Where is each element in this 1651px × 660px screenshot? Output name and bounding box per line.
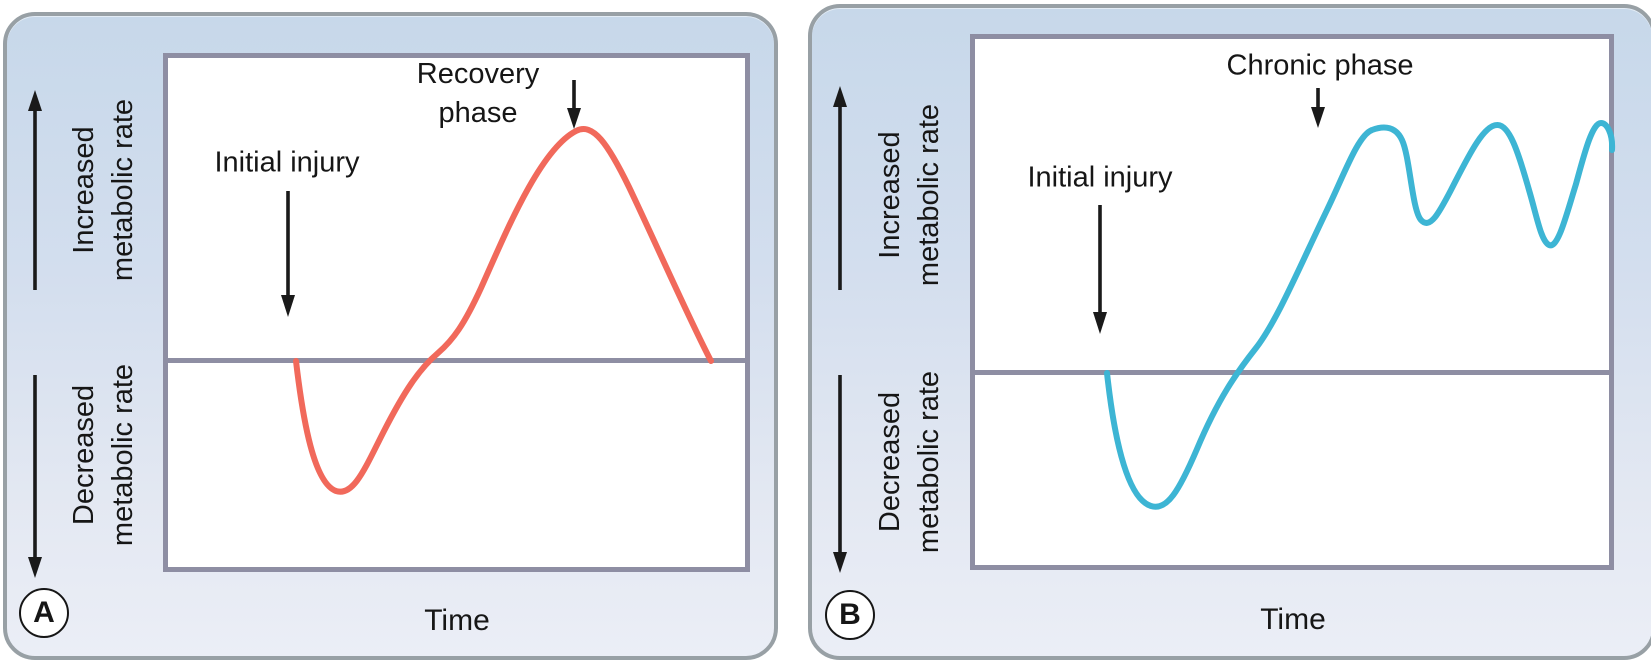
panel-b-graphics (833, 86, 1616, 573)
initial-injury-arrow-icon (1093, 205, 1107, 334)
decreased-axis-arrow-icon (28, 375, 42, 578)
y-axis-label-decreased-a: Decreased metabolic rate (68, 363, 139, 547)
x-axis-label-time-b: Time (1260, 602, 1326, 636)
baseline-a (163, 358, 750, 363)
panel-a-graphics (28, 80, 714, 578)
baseline-b (970, 370, 1614, 375)
decreased-axis-arrow-icon (833, 375, 847, 573)
plot-area-b (970, 34, 1614, 570)
x-axis-label-time-a: Time (424, 603, 490, 637)
increased-axis-arrow-icon (28, 90, 42, 290)
initial-injury-arrow-icon (281, 191, 295, 317)
recovery-curve (293, 126, 714, 495)
plot-area-a (163, 53, 750, 572)
chronic-phase-arrow-icon (1311, 88, 1325, 128)
panel-a-badge: A (19, 588, 69, 638)
panel-b: Increased metabolic rate Decreased metab… (808, 4, 1651, 660)
chronic-phase-label: Chronic phase (1226, 49, 1414, 82)
chronic-curve (1104, 120, 1616, 510)
initial-injury-label-b: Initial injury (1027, 161, 1173, 194)
recovery-phase-label: Recovery phase (416, 58, 540, 129)
y-axis-label-decreased-b: Decreased metabolic rate (874, 370, 945, 554)
initial-injury-label-a: Initial injury (214, 146, 360, 179)
recovery-phase-arrow-icon (567, 80, 581, 129)
panel-b-badge: B (825, 590, 875, 640)
y-axis-label-increased-a: Increased metabolic rate (68, 98, 139, 282)
panel-a: Increased metabolic rate Decreased metab… (3, 12, 778, 660)
increased-axis-arrow-icon (833, 86, 847, 290)
y-axis-label-increased-b: Increased metabolic rate (874, 103, 945, 287)
